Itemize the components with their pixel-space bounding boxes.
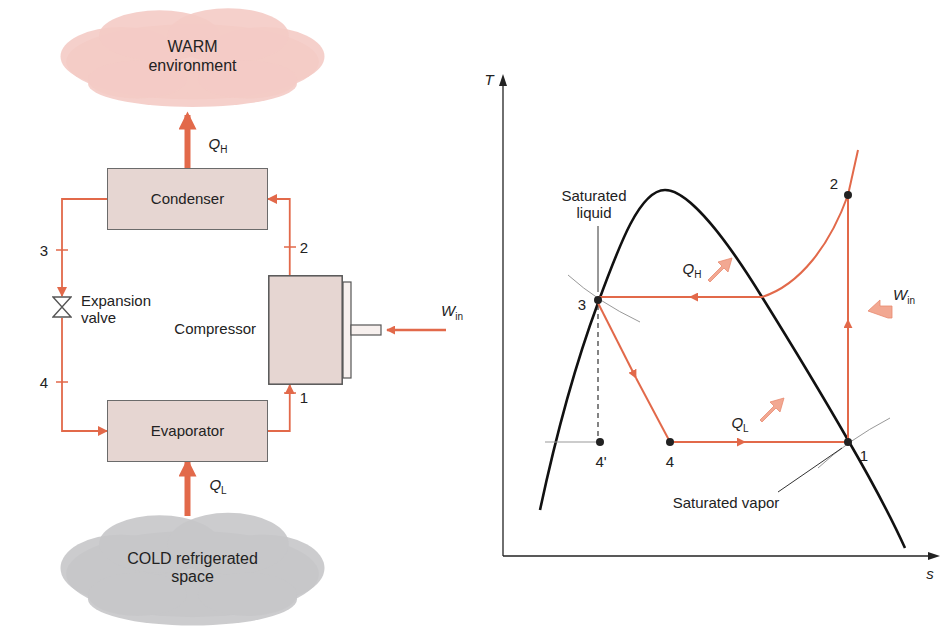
cold-space-cloud: COLD refrigerated space <box>55 508 330 628</box>
work-label: Win <box>893 286 915 307</box>
expansion-valve: Expansion valve <box>52 296 72 318</box>
state-note: Saturated vapor <box>673 494 780 511</box>
heat-label: QH <box>207 135 230 155</box>
valve-symbol <box>52 296 72 318</box>
refrigerant-line <box>62 318 107 431</box>
warm-environment-cloud: WARM environment <box>55 4 330 109</box>
heat-label: QH <box>683 260 702 281</box>
heat-label: QL <box>207 476 228 496</box>
heat-arrow <box>185 115 191 168</box>
saturation-dome <box>540 190 905 548</box>
work-arrow <box>387 329 446 332</box>
axis-label: T <box>484 71 493 88</box>
compressor-cylinder: Compressor <box>268 275 343 385</box>
state-ticks <box>56 247 296 393</box>
node-label: Condenser <box>151 190 224 207</box>
node-label: COLD refrigerated space <box>118 550 268 587</box>
ts-diagram <box>499 74 940 560</box>
heat-arrow <box>185 462 191 516</box>
refrigerant-line <box>268 199 290 275</box>
state-number: 4 <box>38 374 50 391</box>
state-number: 1 <box>860 447 868 464</box>
state-note: Saturated liquid <box>558 187 630 222</box>
refrigerant-line <box>62 199 107 296</box>
refrigerant-line <box>268 385 290 431</box>
evaporator-box: Evaporator <box>107 400 268 462</box>
state-number: 4' <box>595 453 606 470</box>
state-number: 2 <box>298 239 310 256</box>
cylinder-shape <box>268 275 343 385</box>
node-label: Evaporator <box>151 422 224 439</box>
state-number: 3 <box>38 242 50 259</box>
piston-rod <box>343 282 381 378</box>
heat-label: QL <box>731 414 748 435</box>
state-number: 1 <box>298 389 310 406</box>
state-number: 2 <box>830 175 838 192</box>
node-label: Compressor <box>174 320 256 337</box>
node-label: WARM environment <box>133 38 253 75</box>
state-number: 4 <box>666 453 674 470</box>
condenser-box: Condenser <box>107 168 268 230</box>
axis-label: s <box>926 565 934 582</box>
work-label: Win <box>441 302 463 323</box>
state-number: 3 <box>578 296 586 313</box>
node-label: Expansion valve <box>81 292 161 327</box>
